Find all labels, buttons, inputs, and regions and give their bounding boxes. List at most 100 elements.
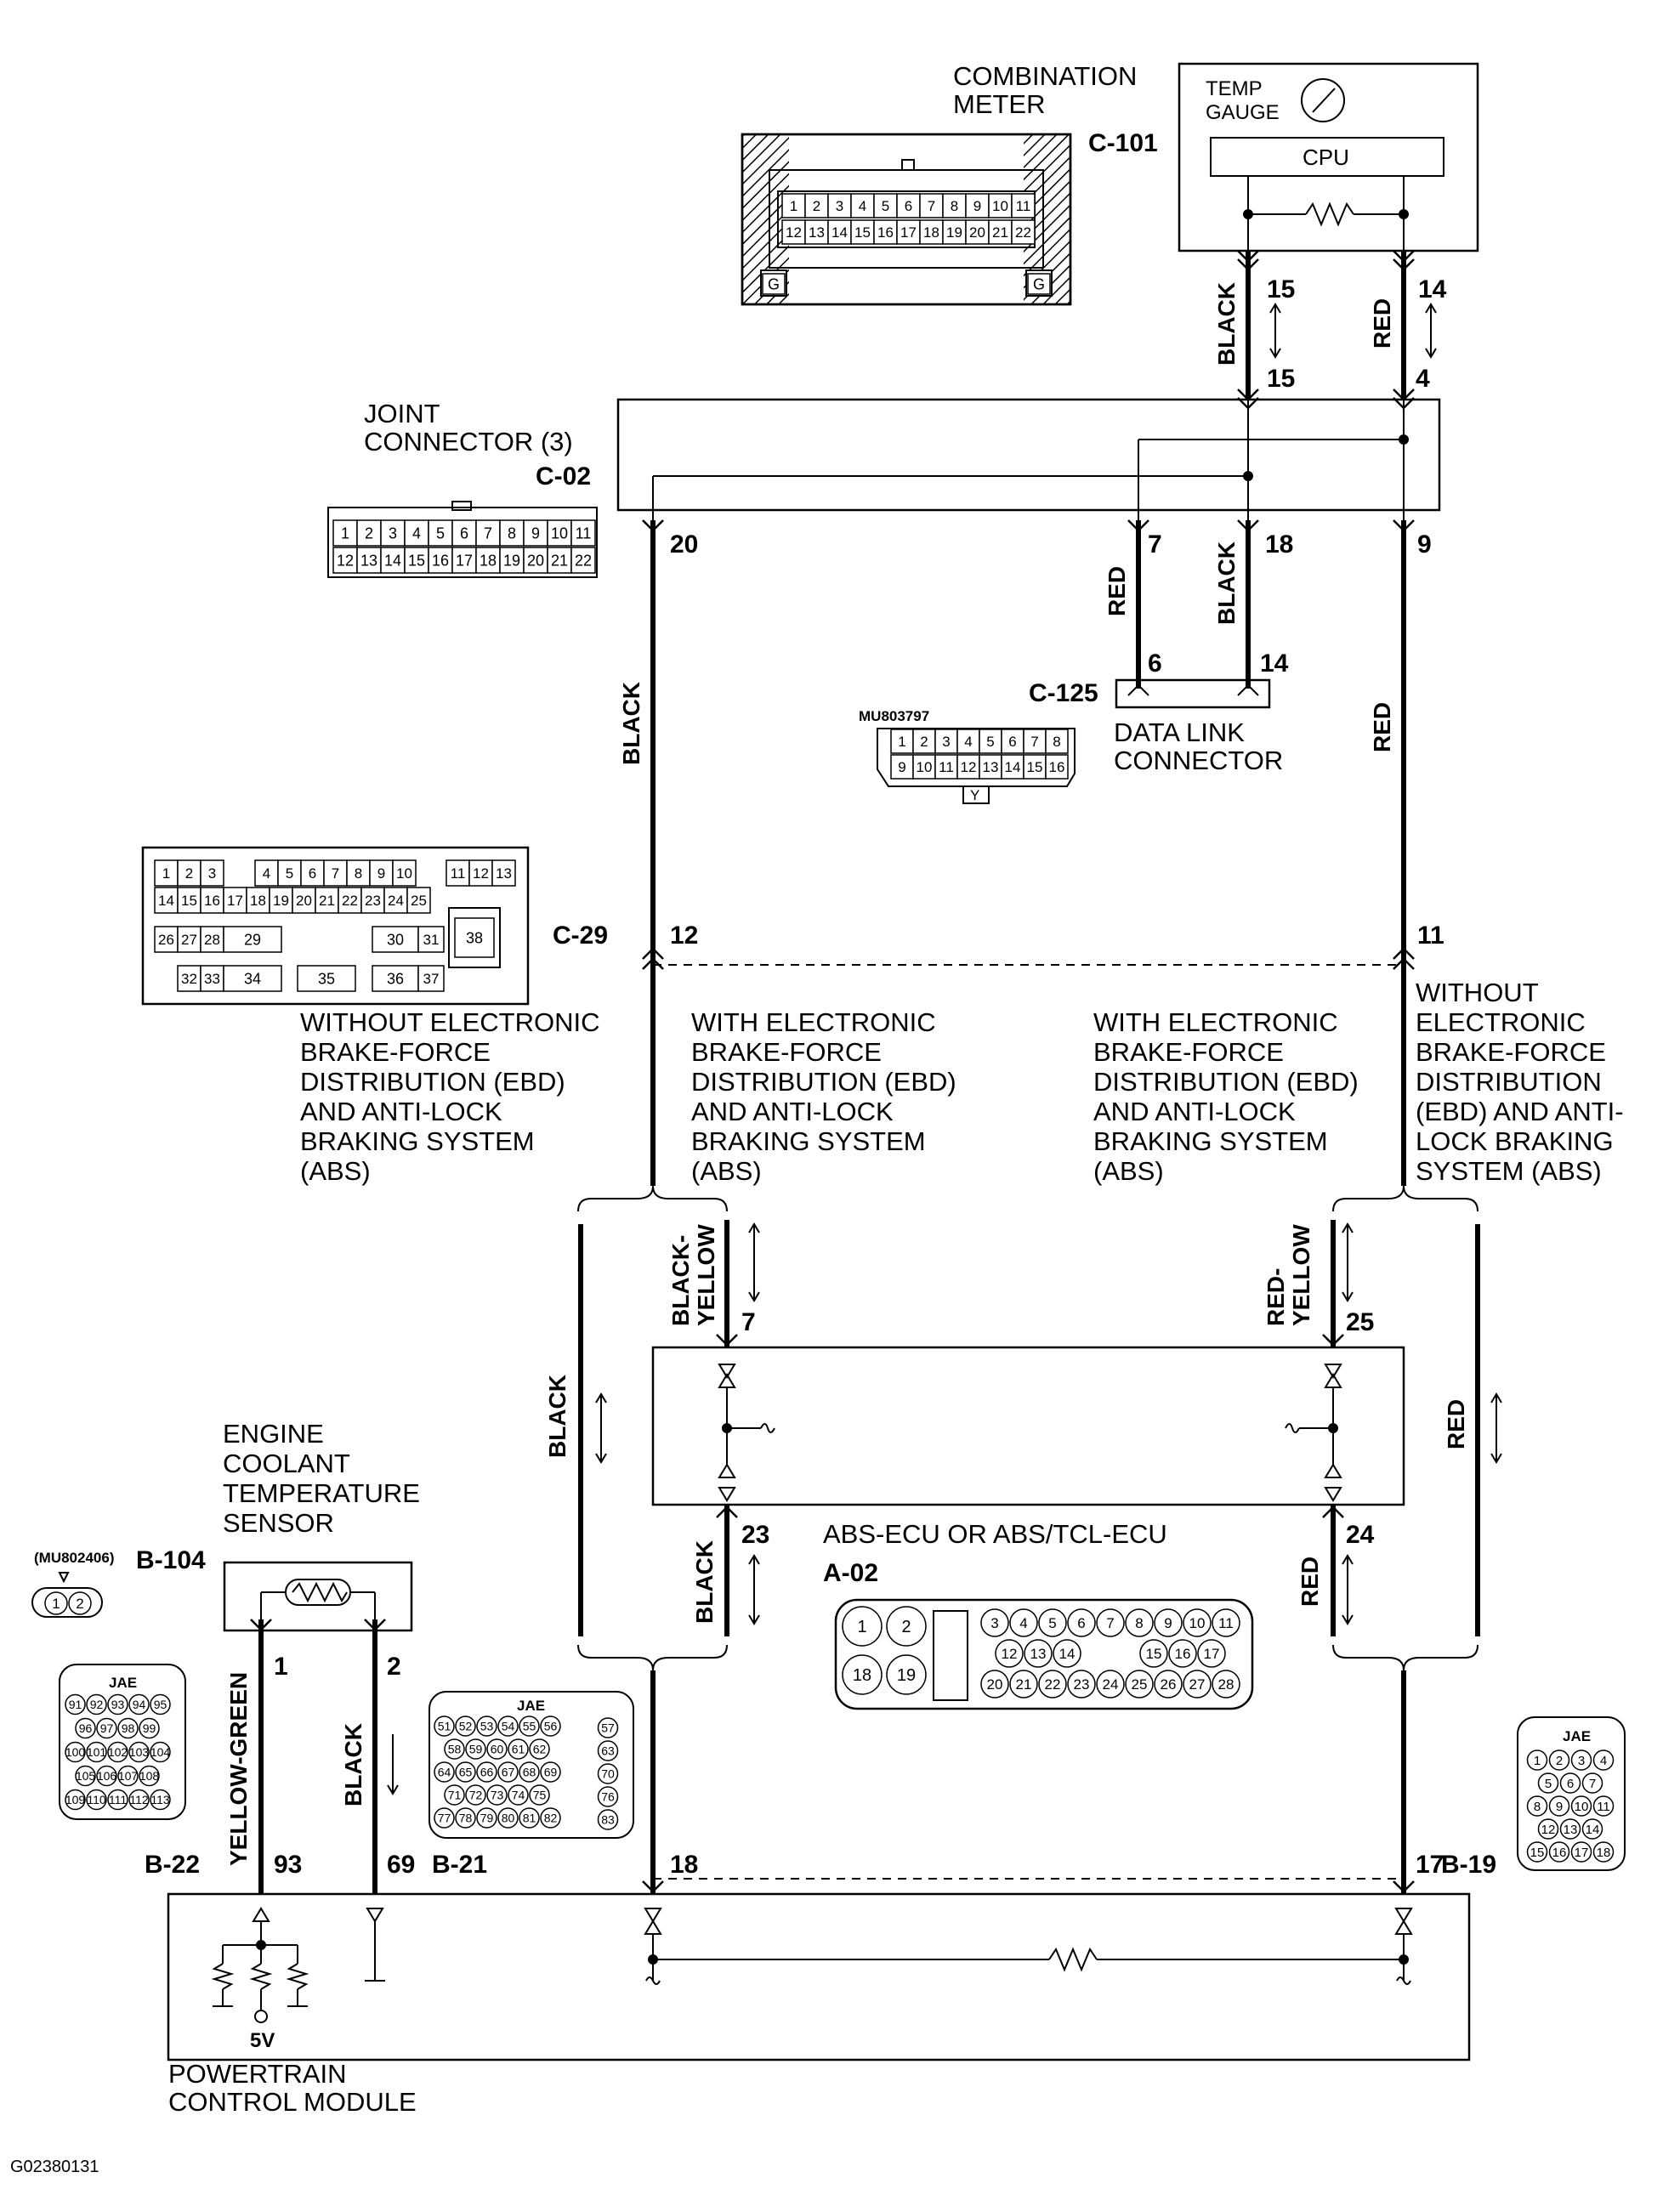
c29-pin-22-cell bbox=[338, 887, 362, 914]
b22-pin-106: 106 bbox=[97, 1769, 117, 1783]
wire-red-c02-9: RED bbox=[1369, 702, 1395, 752]
c29-pin-33-cell bbox=[200, 965, 224, 992]
variant-captions: WITHOUT ELECTRONICBRAKE-FORCEDISTRIBUTIO… bbox=[300, 978, 1624, 1186]
pin-c02-9: 9 bbox=[1417, 530, 1432, 559]
dlc-title-2: CONNECTOR bbox=[1114, 746, 1283, 775]
b22-pin-104: 104 bbox=[150, 1745, 171, 1759]
wire-red-yellow-2: YELLOW bbox=[1288, 1224, 1314, 1326]
c29-pin-4: 4 bbox=[263, 865, 270, 882]
b21-pin-59-cell bbox=[465, 1738, 486, 1760]
c02-pin-13: 13 bbox=[360, 552, 377, 569]
pin-c02-20: 20 bbox=[670, 530, 698, 559]
a02-pin-2: 2 bbox=[901, 1618, 911, 1636]
wire-black-yellow-1: BLACK- bbox=[667, 1235, 694, 1326]
c02-pin-17: 17 bbox=[456, 552, 473, 569]
a02-pin-25-cell bbox=[1125, 1670, 1154, 1698]
b21-pin-65: 65 bbox=[459, 1765, 473, 1778]
wire-black-left-bypass: BLACK bbox=[544, 1375, 570, 1458]
c29-pin-5-cell bbox=[277, 859, 302, 887]
c29-pin-7: 7 bbox=[332, 865, 339, 882]
dlc-pin-15: 15 bbox=[1027, 759, 1043, 775]
dlc-pin-11: 11 bbox=[939, 759, 954, 775]
wire-red-c101: RED bbox=[1369, 298, 1395, 349]
c101-pin-20: 20 bbox=[969, 224, 985, 241]
b19-pin-10-cell bbox=[1570, 1795, 1592, 1817]
a02-pin-9-cell bbox=[1154, 1608, 1183, 1637]
c29-pin-36-cell bbox=[372, 965, 419, 992]
b19-pin-8-cell bbox=[1526, 1795, 1548, 1817]
c29-pin-21-cell bbox=[315, 887, 339, 914]
c29-pin-35-cell bbox=[297, 965, 356, 992]
wire-black-dlc14: BLACK bbox=[1213, 542, 1240, 625]
b22-pin-91: 91 bbox=[69, 1698, 82, 1711]
c29-pin-5: 5 bbox=[286, 865, 293, 882]
b19-pin-15: 15 bbox=[1530, 1846, 1545, 1860]
b21-pin-59: 59 bbox=[469, 1742, 483, 1755]
c101-pin-12: 12 bbox=[786, 224, 802, 241]
c101-key-right-cell bbox=[1027, 273, 1051, 295]
b21-jae: JAE bbox=[517, 1698, 545, 1714]
b19-pin-4: 4 bbox=[1600, 1754, 1607, 1768]
b22-pin-95-cell bbox=[150, 1693, 171, 1715]
c29-pin-28: 28 bbox=[204, 932, 220, 948]
dlc-pin-4: 4 bbox=[964, 734, 972, 750]
b22-pin-97-cell bbox=[96, 1717, 117, 1739]
a02-pin-6: 6 bbox=[1077, 1615, 1085, 1631]
a02-pin-22-cell bbox=[1038, 1670, 1067, 1698]
c29-pin-1: 1 bbox=[162, 865, 170, 882]
dlc-pin-16: 16 bbox=[1049, 759, 1065, 775]
a02-pin-4: 4 bbox=[1019, 1615, 1027, 1631]
c29-pin-25: 25 bbox=[411, 893, 427, 909]
c29-pin-11-cell bbox=[446, 859, 470, 887]
a02-pin-17: 17 bbox=[1204, 1646, 1220, 1662]
c02-id: C-02 bbox=[536, 462, 591, 491]
b21-pin-51: 51 bbox=[438, 1719, 451, 1732]
sensor-title-4: SENSOR bbox=[223, 1508, 334, 1538]
a02-pin-28: 28 bbox=[1218, 1676, 1234, 1693]
a02-pin-5-cell bbox=[1038, 1608, 1067, 1637]
c29-pin-3-cell bbox=[200, 859, 224, 887]
b22-pin-102-cell bbox=[107, 1741, 128, 1763]
b19-pin-11-cell bbox=[1592, 1795, 1615, 1817]
pin-pcm-18: 18 bbox=[670, 1851, 698, 1879]
c29-pin-32: 32 bbox=[181, 971, 197, 987]
a02-pin-16-cell bbox=[1168, 1639, 1197, 1668]
b22-pin-105-cell bbox=[75, 1765, 96, 1787]
b21-pin-58-cell bbox=[444, 1738, 465, 1760]
temp-gauge-label-2: GAUGE bbox=[1206, 101, 1280, 124]
svg-text:BRAKE-FORCE: BRAKE-FORCE bbox=[300, 1037, 491, 1067]
c29-pin-27: 27 bbox=[181, 932, 197, 948]
c101-pin-20-cell bbox=[965, 219, 990, 245]
b22-face bbox=[59, 1664, 186, 1820]
dlc-pin-16-cell bbox=[1045, 754, 1069, 780]
wire-red-dlc6: RED bbox=[1104, 566, 1130, 616]
svg-text:WITHOUT ELECTRONIC: WITHOUT ELECTRONIC bbox=[300, 1007, 600, 1037]
b19-pin-13-cell bbox=[1559, 1818, 1581, 1840]
labels: COMBINATION METER C-101 TEMP GAUGE CPU J… bbox=[10, 61, 1591, 2176]
pin-c101-14: 14 bbox=[1418, 275, 1447, 303]
pin-dlc-14: 14 bbox=[1260, 649, 1289, 678]
svg-text:BRAKING SYSTEM: BRAKING SYSTEM bbox=[691, 1126, 926, 1156]
b22-pin-104-cell bbox=[150, 1741, 171, 1763]
a02-pin-26-cell bbox=[1154, 1670, 1183, 1698]
b19-pin-12-cell bbox=[1537, 1818, 1559, 1840]
b22-pin-99: 99 bbox=[143, 1721, 156, 1735]
svg-text:BRAKING SYSTEM: BRAKING SYSTEM bbox=[1093, 1126, 1328, 1156]
pcm-title-2: CONTROL MODULE bbox=[168, 2087, 417, 2117]
pin-c02-15: 15 bbox=[1267, 365, 1295, 393]
a02-face bbox=[834, 1598, 1254, 1710]
c29-pin-35: 35 bbox=[318, 970, 335, 987]
a02-pin-25: 25 bbox=[1132, 1676, 1148, 1693]
b21-pin-66: 66 bbox=[480, 1765, 494, 1778]
b22-pin-101-cell bbox=[86, 1741, 107, 1763]
b22-pin-96-cell bbox=[75, 1717, 96, 1739]
b21-pin-70: 70 bbox=[601, 1767, 615, 1780]
b19-pin-3: 3 bbox=[1578, 1754, 1585, 1768]
c02-pin-5: 5 bbox=[436, 525, 445, 542]
b19-pin-11: 11 bbox=[1597, 1800, 1610, 1814]
b21-pin-72-cell bbox=[465, 1784, 486, 1806]
dlc-pin-13: 13 bbox=[983, 759, 999, 775]
c101-pin-21: 21 bbox=[992, 224, 1008, 241]
c29-pin-38-cell bbox=[454, 917, 495, 958]
